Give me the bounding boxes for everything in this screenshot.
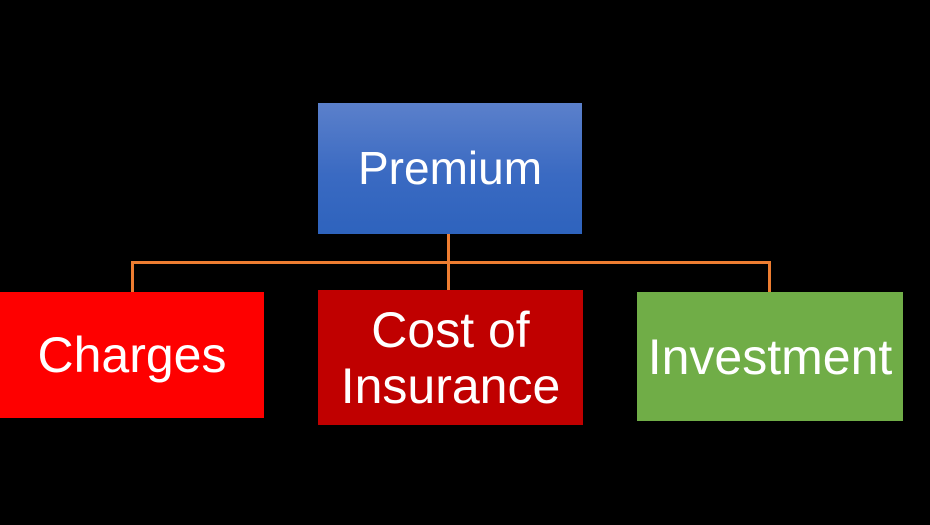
cost-of-insurance-node: Cost of Insurance (318, 290, 583, 425)
charges-node-label: Charges (37, 327, 227, 383)
investment-node: Investment (637, 292, 903, 421)
cost-of-insurance-node-label: Cost of Insurance (340, 301, 561, 414)
charges-node: Charges (0, 292, 264, 418)
connector-horizontal-rail (131, 261, 771, 264)
premium-node-label: Premium (357, 141, 543, 194)
investment-node-label: Investment (647, 328, 893, 385)
premium-node: Premium (318, 103, 582, 234)
connector-right-vertical (768, 261, 771, 292)
connector-left-vertical (131, 261, 134, 292)
